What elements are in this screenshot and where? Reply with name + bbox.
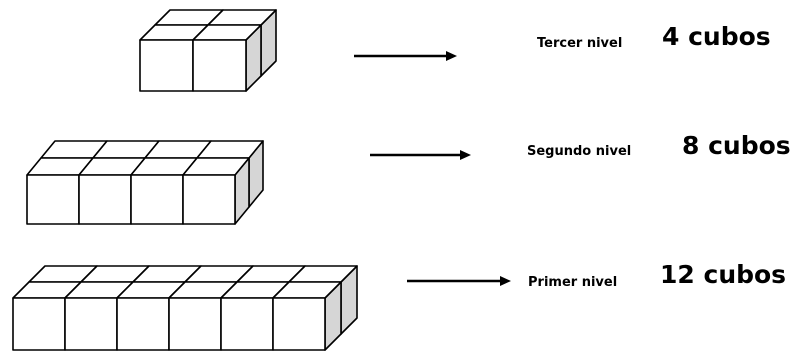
level-count-segundo: 8 cubos bbox=[682, 131, 791, 160]
level-name-primer: Primer nivel bbox=[528, 275, 617, 290]
cube-front-face-primer bbox=[12, 297, 66, 351]
cube-front-face-primer bbox=[220, 297, 274, 351]
cube-front-face-segundo bbox=[78, 174, 132, 225]
level-name-tercer: Tercer nivel bbox=[537, 36, 622, 51]
cube-front-face-tercer bbox=[192, 39, 247, 92]
level-name-segundo: Segundo nivel bbox=[527, 144, 631, 159]
arrow-tercer bbox=[354, 51, 457, 61]
cube-front-face-primer bbox=[64, 297, 118, 351]
cube-front-face-segundo bbox=[26, 174, 80, 225]
cube-block-segundo bbox=[26, 140, 264, 225]
level-segundo: Segundo nivel 8 cubos bbox=[26, 131, 791, 225]
cube-front-face-tercer bbox=[139, 39, 194, 92]
level-tercer: Tercer nivel 4 cubos bbox=[139, 9, 771, 92]
arrow-primer bbox=[407, 276, 511, 286]
level-count-primer: 12 cubos bbox=[660, 260, 786, 289]
level-count-tercer: 4 cubos bbox=[662, 22, 771, 51]
level-primer: Primer nivel 12 cubos bbox=[12, 260, 786, 351]
arrow-segundo bbox=[370, 150, 471, 160]
cube-front-face-primer bbox=[272, 297, 326, 351]
cube-block-primer bbox=[12, 265, 358, 351]
cube-front-face-primer bbox=[116, 297, 170, 351]
cube-front-face-primer bbox=[168, 297, 222, 351]
cube-front-face-segundo bbox=[182, 174, 236, 225]
cube-front-face-segundo bbox=[130, 174, 184, 225]
cube-block-tercer bbox=[139, 9, 277, 92]
